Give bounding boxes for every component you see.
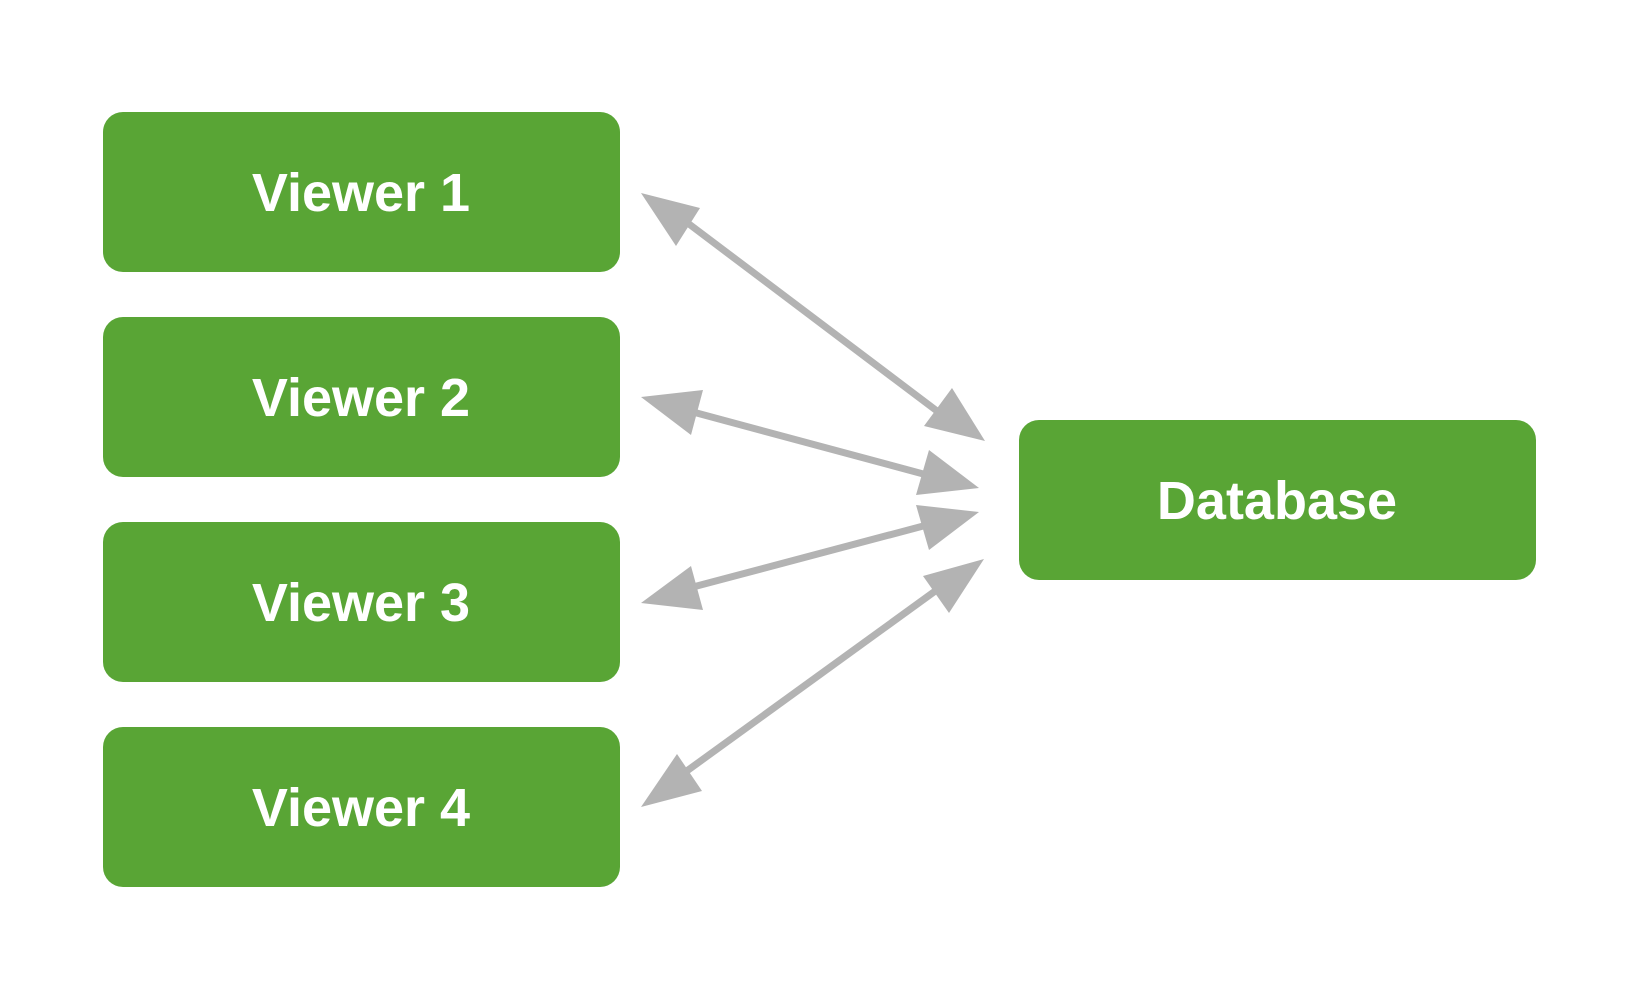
node-label: Viewer 1 <box>252 163 470 223</box>
node-box <box>103 112 620 272</box>
node-box <box>1019 420 1536 580</box>
node-label: Viewer 2 <box>252 368 470 428</box>
connector-viewer-2-database <box>641 390 979 495</box>
node-viewer-3: Viewer 3 <box>103 522 620 682</box>
connector-viewer-4-database <box>641 559 984 807</box>
node-label: Viewer 4 <box>252 778 470 838</box>
connector-line <box>681 586 941 776</box>
arrowhead <box>916 450 979 495</box>
connector-viewer-3-database <box>641 505 979 610</box>
arrowhead <box>924 388 985 441</box>
arrowhead <box>916 505 979 550</box>
connector-line <box>692 408 928 479</box>
arrowhead <box>923 559 984 613</box>
node-box <box>103 317 620 477</box>
node-label: Database <box>1157 471 1397 531</box>
node-viewer-4: Viewer 4 <box>103 727 620 887</box>
node-box <box>103 727 620 887</box>
node-label: Viewer 3 <box>252 573 470 633</box>
node-box <box>103 522 620 682</box>
node-database: Database <box>1019 420 1536 580</box>
node-viewer-2: Viewer 2 <box>103 317 620 477</box>
connector-viewer-1-database <box>641 193 985 441</box>
arrowhead <box>641 754 702 807</box>
arrowhead <box>641 390 703 435</box>
arrowhead <box>641 193 700 246</box>
connector-line <box>692 521 928 591</box>
arrowhead <box>641 566 703 610</box>
node-viewer-1: Viewer 1 <box>103 112 620 272</box>
connector-line <box>686 221 940 414</box>
